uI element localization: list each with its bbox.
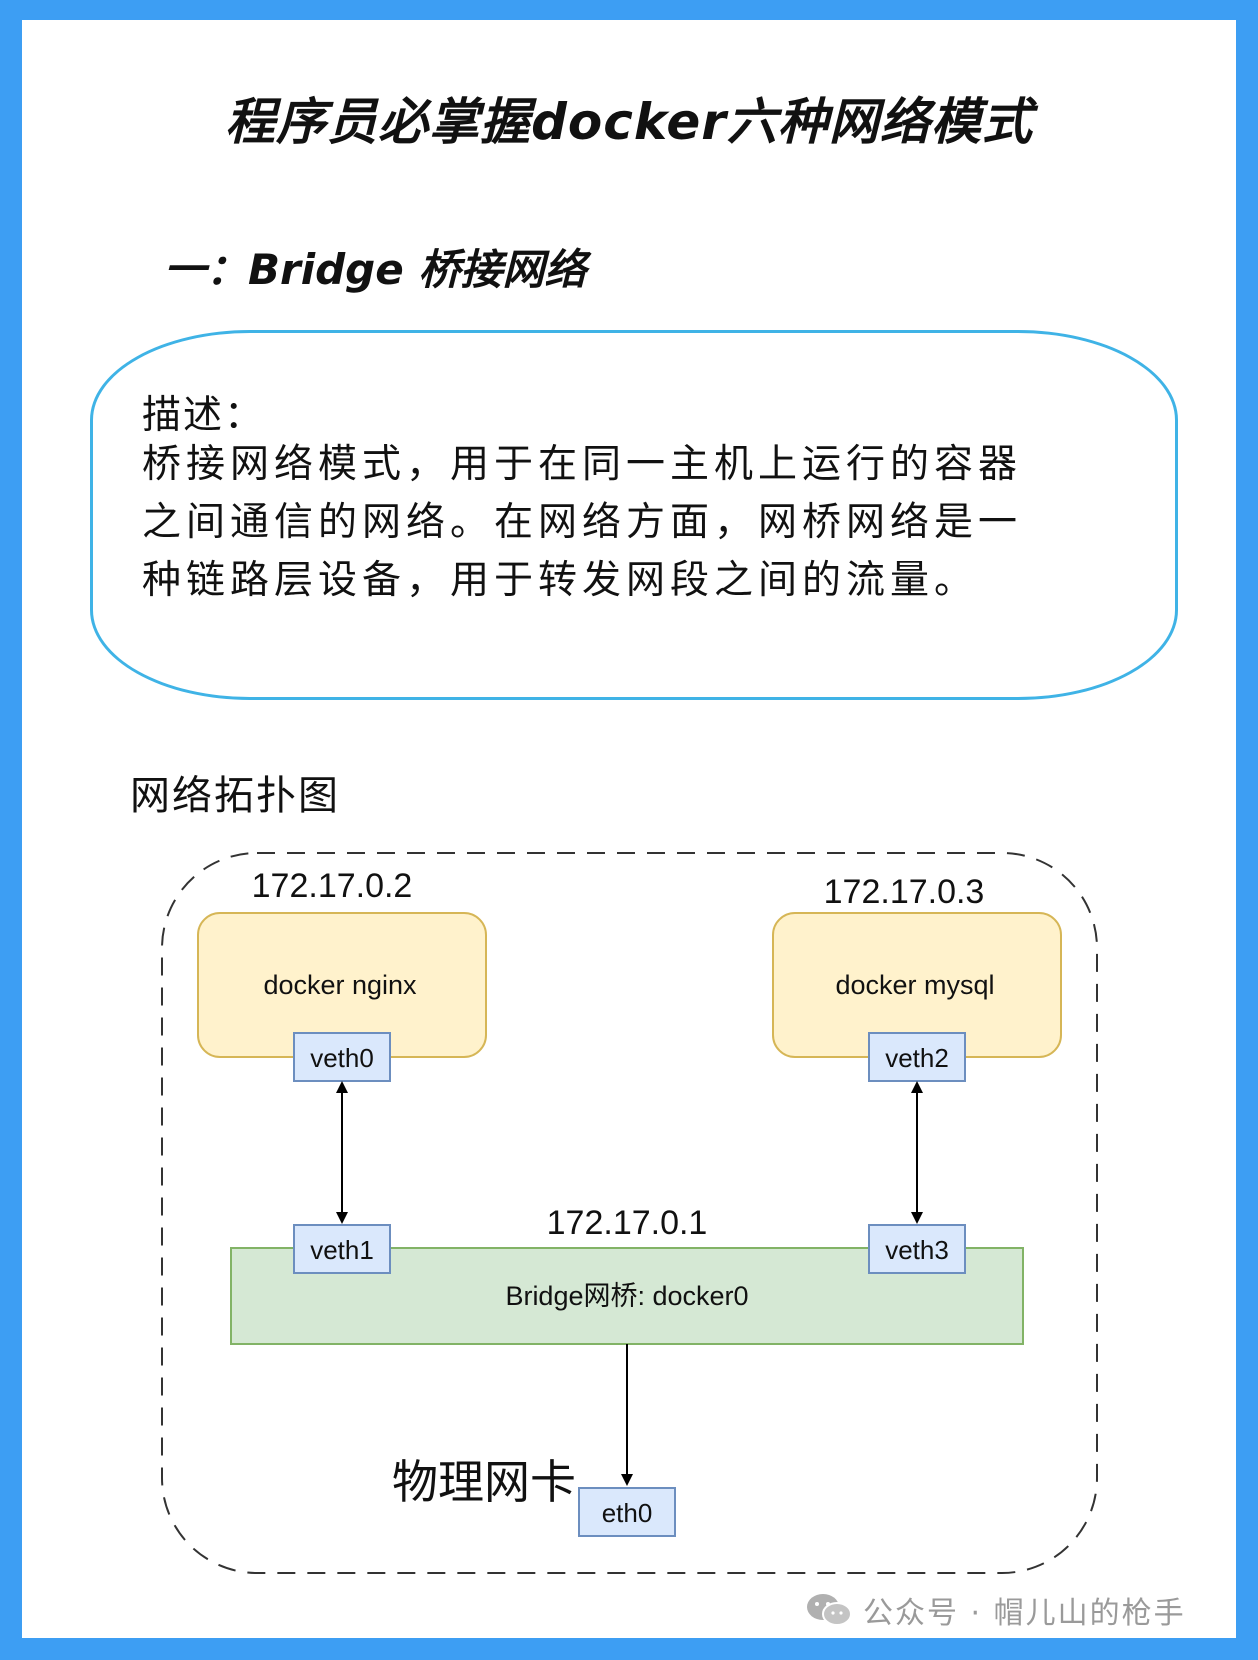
veth0-box [293, 1032, 391, 1082]
description-line: 之间通信的网络。在网络方面，网桥网络是一 [142, 500, 1023, 545]
veth0-label: veth0 [310, 1043, 374, 1073]
content-card [22, 20, 1236, 1638]
description-box [90, 330, 1178, 700]
watermark-text: 公众号 · 帽儿山的枪手 [863, 1596, 1186, 1631]
container2-name: docker mysql [835, 970, 994, 1000]
topology-heading: 网络拓扑图 [124, 770, 348, 822]
veth3-box [868, 1224, 966, 1274]
container1-ip: 172.17.0.2 [252, 867, 413, 905]
bridge-ip: 172.17.0.1 [547, 1204, 708, 1242]
veth1-box [293, 1224, 391, 1274]
section-heading-text: 一：Bridge 桥接网络 [164, 245, 587, 294]
bridge-name: Bridge网桥: docker0 [505, 1281, 748, 1311]
veth3-label: veth3 [885, 1235, 949, 1265]
nic-label: 物理网卡 [392, 1455, 576, 1509]
section-heading: 一：Bridge 桥接网络 [158, 240, 607, 298]
eth0-box [578, 1487, 676, 1537]
topology-heading-text: 网络拓扑图 [130, 773, 340, 819]
container2-ip: 172.17.0.3 [824, 873, 985, 911]
veth2-label: veth2 [885, 1043, 949, 1073]
description-line: 桥接网络模式，用于在同一主机上运行的容器 [142, 442, 1023, 487]
container1-name: docker nginx [263, 970, 417, 1000]
page-title: 程序员必掌握docker六种网络模式 [225, 93, 1033, 151]
host-boundary [161, 852, 1098, 1574]
description-line: 种链路层设备，用于转发网段之间的流量。 [142, 558, 979, 603]
description-label: 描述： [142, 393, 266, 438]
wechat-icon [807, 1594, 852, 1626]
eth0-label: eth0 [602, 1498, 653, 1528]
veth1-label: veth1 [310, 1235, 374, 1265]
description-text: 桥接网络模式，用于在同一主机上运行的容器 之间通信的网络。在网络方面，网桥网络是… [142, 436, 1122, 610]
